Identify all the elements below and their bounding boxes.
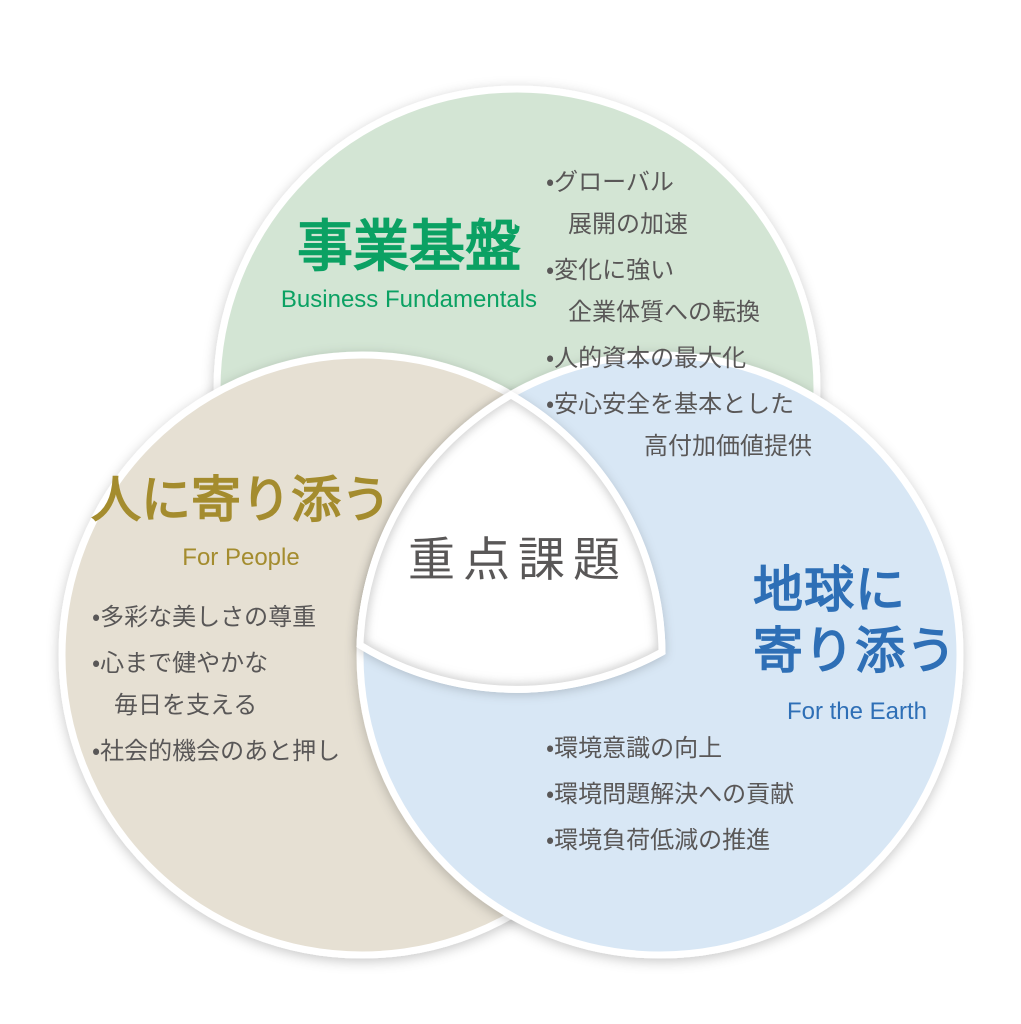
earth-title: 地球に 寄り添う	[753, 560, 957, 682]
bullet-line: ・心まで健やかな	[92, 650, 269, 677]
bullet-item: ・環境意識の向上	[546, 728, 794, 770]
bullet-line: ・安心安全を基本とした	[546, 391, 795, 418]
bullet-line: 高付加価値提供	[644, 433, 812, 460]
earth-title-line2: 寄り添う	[753, 623, 957, 679]
bullet-line: 毎日を支える	[114, 692, 258, 719]
earth-bullet-list: ・環境意識の向上 ・環境問題解決への貢献 ・環境負荷低減の推進	[546, 728, 794, 866]
bullet-line: ・変化に強い	[546, 257, 675, 284]
bullet-line: ・環境負荷低減の推進	[546, 827, 771, 854]
business-subtitle: Business Fundamentals	[280, 286, 538, 313]
bullet-item: ・環境問題解決への貢献	[546, 774, 794, 816]
bullet-item: ・社会的機会のあと押し	[92, 731, 340, 773]
bullet-item: ・環境負荷低減の推進	[546, 820, 794, 862]
bullet-line: 企業体質への転換	[568, 299, 760, 326]
bullet-line: ・人的資本の最大化	[546, 345, 747, 372]
people-subtitle: For People	[182, 544, 300, 571]
bullet-line: ・社会的機会のあと押し	[92, 738, 341, 765]
bullet-line: ・環境問題解決への貢献	[546, 781, 795, 808]
business-title: 事業基盤	[297, 215, 521, 278]
bullet-item: ・グローバル 展開の加速	[546, 162, 812, 246]
center-title: 重点課題	[408, 533, 628, 586]
bullet-item: ・心まで健やかな 毎日を支える	[92, 643, 340, 727]
bullet-line: ・グローバル	[546, 169, 674, 196]
bullet-line: 展開の加速	[568, 211, 688, 238]
people-title: 人に寄り添う	[91, 472, 391, 528]
center-intersection-rim	[356, 390, 666, 693]
earth-title-line1: 地球に	[753, 562, 906, 618]
bullet-item: ・人的資本の最大化	[546, 338, 812, 380]
bullet-item: ・安心安全を基本とした 高付加価値提供	[546, 384, 812, 468]
people-bullet-list: ・多彩な美しさの尊重 ・心まで健やかな 毎日を支える ・社会的機会のあと押し	[92, 597, 340, 777]
bullet-line: ・環境意識の向上	[546, 735, 723, 762]
bullet-item: ・変化に強い 企業体質への転換	[546, 250, 812, 334]
business-bullet-list: ・グローバル 展開の加速 ・変化に強い 企業体質への転換 ・人的資本の最大化 ・…	[546, 162, 812, 472]
bullet-item: ・多彩な美しさの尊重	[92, 597, 340, 639]
earth-subtitle: For the Earth	[786, 698, 928, 725]
bullet-line: ・多彩な美しさの尊重	[92, 604, 317, 631]
